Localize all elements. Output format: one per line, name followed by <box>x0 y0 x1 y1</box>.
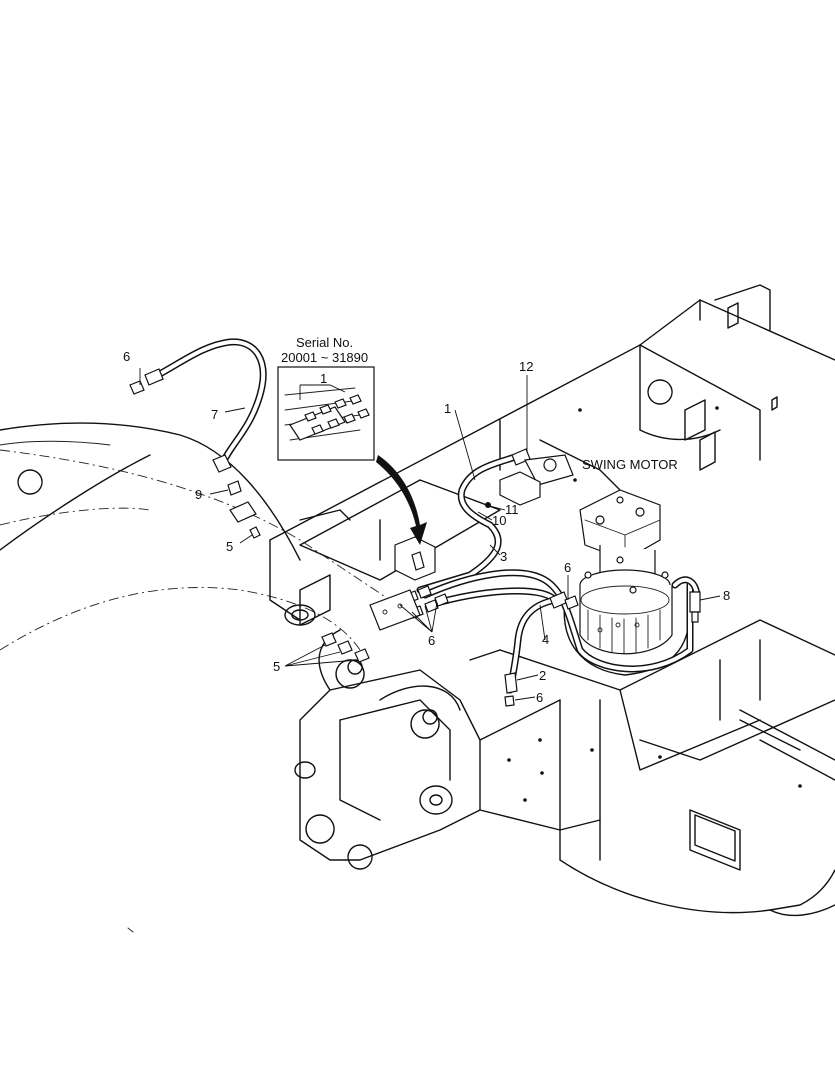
callout-5-lower: 5 <box>273 659 280 674</box>
boom-outline <box>0 422 421 651</box>
callout-11: 11 <box>505 502 519 517</box>
callout-3: 3 <box>500 549 507 564</box>
leader-lines <box>139 368 721 701</box>
swing-motor <box>563 489 691 676</box>
callout-6-manifold: 6 <box>428 633 435 648</box>
callout-1-inset: 1 <box>320 371 327 386</box>
callout-6-top: 6 <box>123 349 130 364</box>
stray-mark <box>127 927 134 933</box>
labels: 6 7 9 5 5 6 1 12 11 10 3 4 2 6 6 8 SWING… <box>123 335 730 705</box>
callout-1: 1 <box>444 401 451 416</box>
inset-detail <box>277 366 375 461</box>
inset-pointer-arrow <box>376 455 427 545</box>
boom-foot-bracket <box>294 629 601 870</box>
callout-6-motor: 6 <box>564 560 571 575</box>
callout-12: 12 <box>519 359 533 374</box>
hoses <box>154 338 701 694</box>
callout-6-bottom: 6 <box>536 690 543 705</box>
fittings <box>129 368 802 802</box>
inset-serial-range: 20001 ~ 31890 <box>281 350 368 365</box>
upper-frame <box>269 284 835 917</box>
callout-5-upper: 5 <box>226 539 233 554</box>
callout-10: 10 <box>492 513 506 528</box>
callout-7: 7 <box>211 407 218 422</box>
callout-4: 4 <box>542 632 549 647</box>
swing-motor-label: SWING MOTOR <box>582 457 678 472</box>
callout-2: 2 <box>539 668 546 683</box>
inset-serial-title: Serial No. <box>296 335 353 350</box>
callout-9: 9 <box>195 487 202 502</box>
callout-8: 8 <box>723 588 730 603</box>
